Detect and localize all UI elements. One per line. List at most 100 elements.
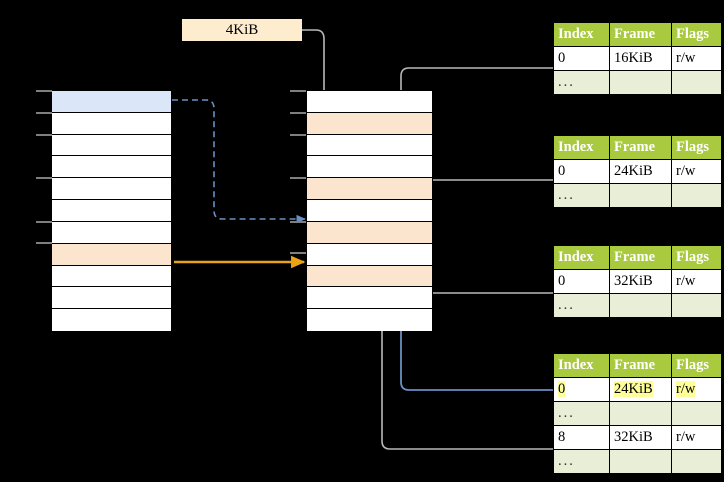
table-row[interactable]: ...: [553, 293, 722, 318]
page-size-label: 4KiB: [182, 19, 302, 41]
virtual-page-row-4: [52, 178, 171, 201]
tick-mark: [290, 134, 306, 136]
cell-flags: r/w: [671, 425, 722, 450]
cell-index: 0: [553, 377, 610, 402]
cell-frame: [609, 70, 672, 95]
physical-frame-row-3: [307, 156, 432, 179]
wire-virt-to-phys-dashed: [172, 99, 306, 224]
cell-flags: r/w: [671, 46, 722, 71]
cell-frame: 16KiB: [609, 46, 672, 71]
cell-flags: r/w: [671, 159, 722, 184]
virtual-page-row-7: [52, 243, 171, 266]
cell-frame: [609, 293, 672, 318]
physical-memory-column: [306, 90, 433, 331]
cell-index: ...: [553, 293, 610, 318]
physical-frame-row-2: [307, 134, 432, 157]
cell-flags: [671, 183, 722, 208]
tick-mark: [290, 221, 306, 223]
virtual-page-row-3: [52, 156, 171, 179]
tick-mark: [290, 177, 306, 179]
tick-mark: [36, 134, 52, 136]
table-row[interactable]: ...: [553, 401, 722, 426]
virtual-page-row-0: [52, 91, 171, 113]
cell-frame: [609, 449, 672, 474]
table-row[interactable]: ...: [553, 449, 722, 474]
column-header-flags: Flags: [671, 22, 722, 47]
cell-frame: 24KiB: [609, 377, 672, 402]
physical-frame-row-0: [307, 91, 432, 113]
virtual-page-row-5: [52, 200, 171, 222]
cell-frame: [609, 401, 672, 426]
cell-flags: [671, 70, 722, 95]
cell-index: ...: [553, 449, 610, 474]
column-header-index: Index: [553, 353, 610, 378]
cell-frame: 32KiB: [609, 269, 672, 294]
cell-flags: [671, 449, 722, 474]
physical-frame-row-6: [307, 221, 432, 244]
wire-t2-to-frame: [411, 179, 553, 213]
physical-frame-row-8: [307, 265, 432, 288]
virtual-page-row-9: [52, 287, 171, 310]
cell-index: ...: [553, 401, 610, 426]
virtual-page-row-10: [52, 309, 171, 331]
column-header-index: Index: [553, 245, 610, 270]
cell-flags: [671, 401, 722, 426]
cell-flags: r/w: [671, 377, 722, 402]
cell-index: ...: [553, 70, 610, 95]
column-header-index: Index: [553, 22, 610, 47]
virtual-page-row-6: [52, 221, 171, 244]
table-row[interactable]: ...: [553, 70, 722, 95]
tick-mark: [36, 112, 52, 114]
tick-mark: [36, 221, 52, 223]
column-header-flags: Flags: [671, 353, 722, 378]
tick-mark: [290, 112, 306, 114]
tick-mark: [36, 177, 52, 179]
physical-frame-row-1: [307, 112, 432, 135]
column-header-flags: Flags: [671, 135, 722, 160]
wire-t4row8-to-frame: [377, 271, 553, 450]
column-header-index: Index: [553, 135, 610, 160]
wire-t1-to-frame: [396, 67, 553, 182]
physical-frame-row-10: [307, 309, 432, 331]
cell-index: 0: [553, 159, 610, 184]
column-header-frame: Frame: [609, 22, 672, 47]
column-header-frame: Frame: [609, 353, 672, 378]
cell-flags: r/w: [671, 269, 722, 294]
virtual-page-row-2: [52, 134, 171, 157]
wire-t3-to-frame: [420, 271, 553, 294]
wire-size-to-frame: [302, 29, 329, 111]
column-header-flags: Flags: [671, 245, 722, 270]
cell-frame: 24KiB: [609, 159, 672, 184]
column-header-frame: Frame: [609, 135, 672, 160]
cell-flags: [671, 293, 722, 318]
wire-t4row0-to-frame: [396, 216, 553, 391]
cell-index: 0: [553, 269, 610, 294]
cell-index: 0: [553, 46, 610, 71]
virtual-address-space-column: [51, 90, 172, 331]
table-row[interactable]: ...: [553, 183, 722, 208]
virtual-page-row-8: [52, 265, 171, 288]
column-header-frame: Frame: [609, 245, 672, 270]
physical-frame-row-7: [307, 243, 432, 266]
tick-mark: [290, 252, 306, 254]
physical-frame-row-9: [307, 287, 432, 310]
tick-mark: [36, 90, 52, 92]
cell-frame: [609, 183, 672, 208]
tick-mark: [290, 90, 306, 92]
cell-frame: 32KiB: [609, 425, 672, 450]
cell-index: 8: [553, 425, 610, 450]
physical-frame-row-4: [307, 178, 432, 201]
tick-mark: [36, 242, 52, 244]
